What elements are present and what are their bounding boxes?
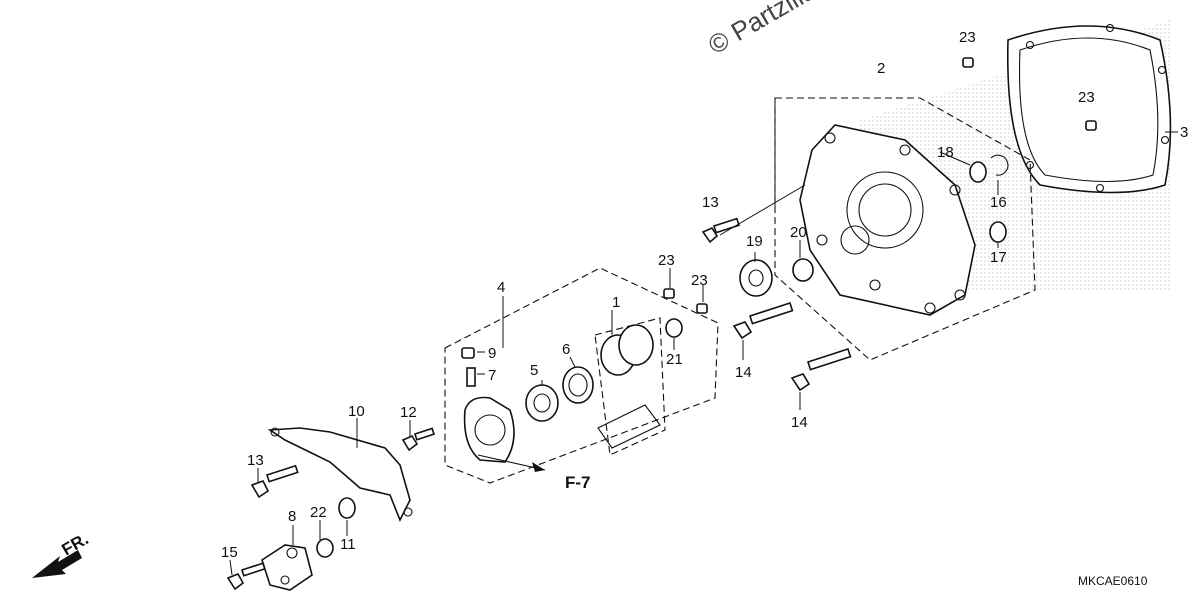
callout-13: 13 [247, 452, 264, 469]
oil-seal [969, 161, 987, 183]
callout-23: 23 [1078, 89, 1095, 106]
callout-17: 17 [990, 249, 1007, 266]
direction-label: FR. [59, 529, 92, 559]
bolt [790, 348, 852, 392]
callout-3: 3 [1180, 124, 1188, 141]
cover-assembly-outline [774, 97, 1036, 361]
plug [461, 347, 475, 359]
reference-label: F-7 [565, 473, 591, 492]
callout-16: 16 [990, 194, 1007, 211]
bolt [701, 217, 740, 244]
bolt [401, 427, 435, 452]
sensor [261, 544, 313, 591]
dowel-pin [663, 288, 675, 299]
callout-2: 2 [877, 60, 885, 77]
cover [799, 124, 976, 316]
oil-seal [792, 258, 814, 282]
callout-23: 23 [691, 272, 708, 289]
callout-11: 11 [340, 536, 356, 553]
callout-10: 10 [348, 403, 365, 420]
callout-1: 1 [612, 294, 620, 311]
leader-lines-right [669, 98, 1178, 410]
bearing [525, 384, 559, 422]
front-direction-arrow: FR. [32, 529, 92, 578]
callout-19: 19 [746, 233, 763, 250]
pump-assembly-outline [444, 267, 719, 484]
dowel-pin [1085, 120, 1097, 131]
callout-13: 13 [702, 194, 719, 211]
callout-23: 23 [959, 29, 976, 46]
callout-numbers: 1 2 3 4 5 6 7 8 9 10 11 12 13 13 14 14 1… [221, 29, 1188, 561]
bearing [739, 259, 773, 297]
pump-body [463, 396, 546, 472]
dowel-pin [696, 303, 708, 314]
leader-lines-left [229, 296, 613, 576]
callout-14: 14 [791, 414, 808, 431]
oil-seal [665, 318, 683, 338]
callout-9: 9 [488, 345, 496, 362]
callout-23: 23 [658, 252, 675, 269]
callout-22: 22 [310, 504, 327, 521]
callout-12: 12 [400, 404, 417, 421]
watermark-text: © Partzilla [703, 0, 821, 60]
bracket [267, 427, 413, 522]
callout-14: 14 [735, 364, 752, 381]
callout-21: 21 [666, 351, 683, 368]
nipple [466, 367, 476, 387]
callout-20: 20 [790, 224, 807, 241]
bolt [732, 302, 794, 340]
dowel-pin [962, 57, 974, 68]
o-ring [316, 538, 334, 558]
gasket [1006, 23, 1172, 194]
spring-seal [562, 366, 594, 404]
screen-filter [597, 404, 661, 449]
callout-7: 7 [488, 367, 496, 384]
callout-5: 5 [530, 362, 538, 379]
bolt [226, 562, 266, 591]
callout-4: 4 [497, 279, 505, 296]
collar [338, 497, 356, 519]
o-ring [618, 324, 654, 366]
circlip [990, 154, 1009, 176]
oil-seal [989, 221, 1007, 243]
bolt [250, 464, 299, 499]
callout-18: 18 [937, 144, 954, 161]
callout-15: 15 [221, 544, 238, 561]
diagram-code: MKCAE0610 [1078, 574, 1148, 588]
callout-8: 8 [288, 508, 296, 525]
callout-6: 6 [562, 341, 570, 358]
